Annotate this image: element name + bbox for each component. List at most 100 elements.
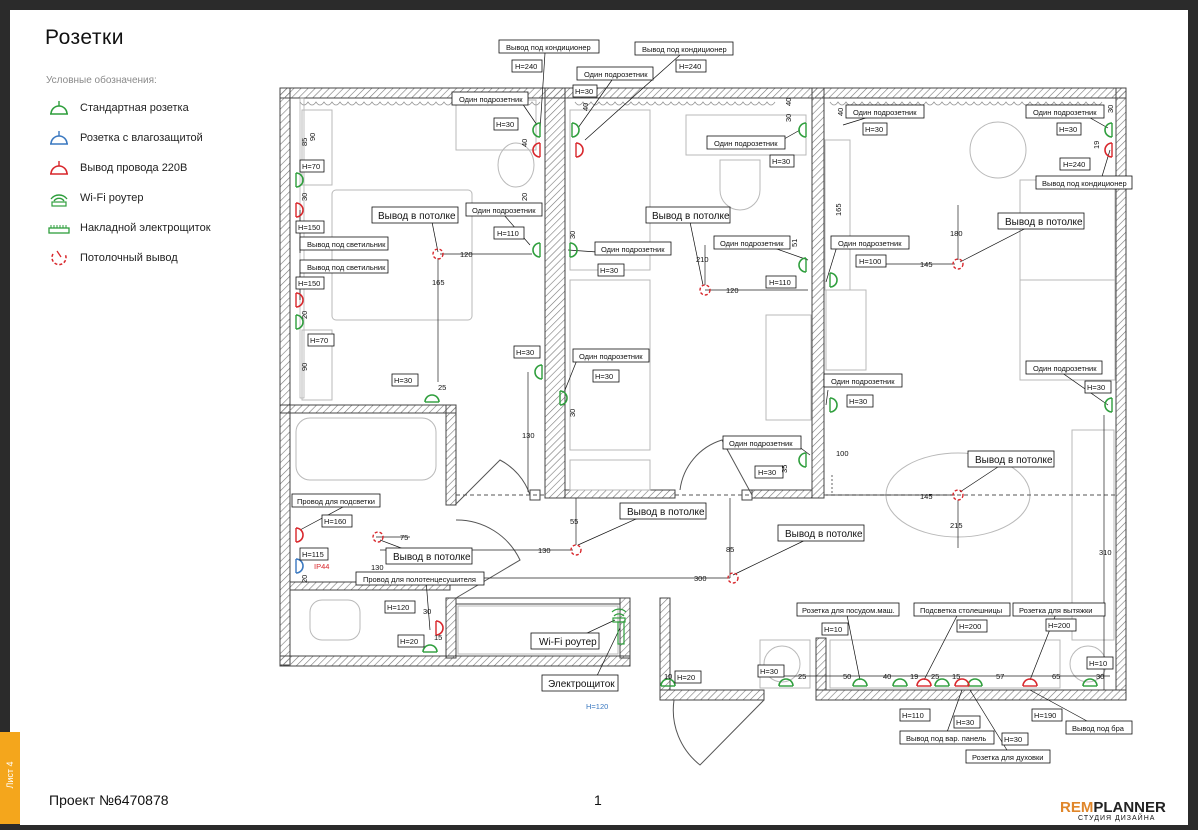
label-lamp-1: Вывод под светильник — [307, 240, 386, 249]
brand-rem: REM — [1060, 799, 1094, 816]
legend-label: Накладной электрощиток — [80, 222, 211, 234]
legend-label: Потолочный вывод — [80, 252, 178, 264]
height-label: H=30 — [394, 376, 412, 385]
dimension-label: 50 — [843, 672, 851, 681]
legend-item-waterproof-socket: Розетка с влагозащитой — [48, 128, 203, 148]
height-label: H=200 — [1048, 621, 1070, 630]
dimension-label: 20 — [300, 311, 309, 319]
label-wifi-router: Wi-Fi роутер — [539, 637, 597, 648]
height-label: H=120 — [387, 603, 409, 612]
label-single-5: Один подрозетник — [714, 139, 778, 148]
legend-label: Wi-Fi роутер — [80, 192, 144, 204]
label-ac-2: Вывод под кондиционер — [642, 45, 727, 54]
height-label: H=30 — [575, 87, 593, 96]
wire-220v-icon — [50, 161, 68, 175]
legend-label: Стандартная розетка — [80, 102, 189, 114]
height-label: H=30 — [758, 468, 776, 477]
label-hood: Розетка для вытяжки — [1019, 606, 1092, 615]
dimension-label: 40 — [836, 108, 845, 116]
label-ip44: IP44 — [314, 562, 329, 571]
dimension-label: 40 — [784, 98, 793, 106]
dimension-label: 20 — [520, 193, 529, 201]
dimension-label: 57 — [996, 672, 1004, 681]
dimension-label: 55 — [570, 517, 578, 526]
label-single-12: Один подрозетник — [729, 439, 793, 448]
legend-item-ceiling-outlet: Потолочный вывод — [48, 248, 178, 268]
dimension-label: 15 — [952, 672, 960, 681]
dimension-label: 210 — [696, 255, 709, 264]
frame-border-left — [0, 0, 10, 830]
dimension-label: 130 — [371, 563, 384, 572]
label-single-2: Один подрозетник — [459, 95, 523, 104]
height-label: H=110 — [769, 278, 791, 287]
dimension-label: 165 — [432, 278, 445, 287]
dimension-label: 90 — [300, 363, 309, 371]
waterproof-socket-icon — [50, 131, 68, 145]
dimension-label: 30 — [568, 409, 577, 417]
sheet-tab — [0, 732, 20, 824]
height-label: H=240 — [679, 62, 701, 71]
height-label: H=150 — [298, 279, 320, 288]
dimension-label: 85 — [726, 545, 734, 554]
height-boxes — [295, 59, 1114, 746]
label-electrical-panel: Электрощиток — [548, 679, 615, 690]
height-label-panel: H=120 — [586, 702, 608, 711]
dimension-label: 30 — [1106, 105, 1115, 113]
height-label: H=30 — [760, 667, 778, 676]
standard-socket-icon — [50, 101, 68, 115]
dimension-label: 40 — [581, 103, 590, 111]
label-single-9: Один подрозетник — [838, 239, 902, 248]
label-ceiling-4: Вывод в потолке — [975, 455, 1053, 466]
height-label: H=30 — [956, 718, 974, 727]
label-backlight: Провод для подсветки — [297, 497, 375, 506]
dimension-label: 215 — [950, 521, 963, 530]
dimension-label: 30 — [1096, 672, 1104, 681]
brand-planner: PLANNER — [1093, 799, 1166, 816]
dimension-label: 10 — [664, 672, 672, 681]
height-label: H=30 — [849, 397, 867, 406]
height-label: H=30 — [772, 157, 790, 166]
dimension-label: 20 — [300, 575, 309, 583]
dimension-label: 25 — [931, 672, 939, 681]
page-number: 1 — [594, 792, 602, 808]
label-sconce: Вывод под бра — [1072, 724, 1125, 733]
height-label: H=160 — [324, 517, 346, 526]
ceiling-outlet-icon — [51, 250, 67, 266]
height-label: H=20 — [677, 673, 695, 682]
height-label: H=190 — [1034, 711, 1056, 720]
leader-lines — [299, 52, 1111, 756]
label-single-8: Один подрозетник — [720, 239, 784, 248]
label-single-6: Один подрозетник — [472, 206, 536, 215]
height-label: H=100 — [859, 257, 881, 266]
height-label: H=110 — [497, 229, 519, 238]
dimension-label: 165 — [834, 203, 843, 216]
height-label: H=30 — [865, 125, 883, 134]
height-label: H=30 — [1087, 383, 1105, 392]
dimension-label: 300 — [694, 574, 707, 583]
label-single-13: Один подрозетник — [1033, 364, 1097, 373]
brand-logo: REMPLANNER — [1060, 799, 1166, 816]
ceiling-outlets — [372, 248, 964, 584]
sheet-label: Лист 4 — [5, 761, 15, 789]
label-cooktop: Вывод под вар. панель — [906, 734, 986, 743]
electrical-panel-symbol — [617, 621, 625, 645]
dimension-label: 25 — [438, 383, 446, 392]
legend-label: Вывод провода 220В — [80, 162, 188, 174]
height-label: H=10 — [1089, 659, 1107, 668]
legend-label: Розетка с влагозащитой — [80, 132, 203, 144]
waterproof-socket — [295, 558, 304, 574]
dimension-label: 35 — [780, 465, 789, 473]
height-label: H=30 — [1004, 735, 1022, 744]
dimension-label: 30 — [568, 231, 577, 239]
dimension-label: 25 — [798, 672, 806, 681]
label-ceiling-3: Вывод в потолке — [1005, 217, 1083, 228]
frame-border-top — [0, 0, 1198, 10]
dimension-label: 310 — [1099, 548, 1112, 557]
legend-item-wire-220v: Вывод провода 220В — [48, 158, 187, 178]
label-single-11: Один подрозетник — [831, 377, 895, 386]
frame-border-right — [1188, 0, 1198, 830]
height-label: H=240 — [1063, 160, 1085, 169]
dimension-label: 90 — [308, 133, 317, 141]
legend-item-wifi-router: Wi-Fi роутер — [48, 188, 143, 208]
